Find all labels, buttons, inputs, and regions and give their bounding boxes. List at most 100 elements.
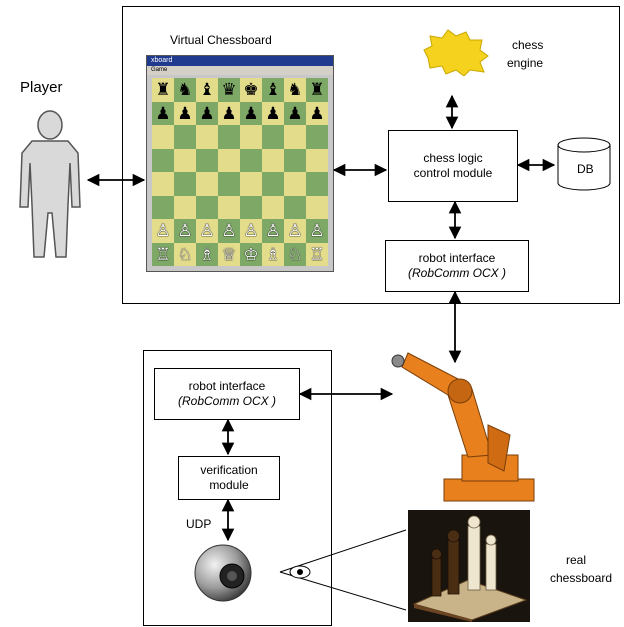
chess-piece[interactable]: ♟ — [243, 103, 259, 123]
chess-piece[interactable]: ♕ — [221, 244, 237, 264]
board-square[interactable] — [196, 148, 218, 172]
board-square[interactable] — [306, 148, 328, 172]
chess-piece[interactable]: ♔ — [243, 244, 259, 264]
board-square[interactable]: ♜ — [306, 78, 328, 102]
board-square[interactable]: ♜ — [152, 78, 174, 102]
chess-piece[interactable]: ♝ — [199, 80, 215, 100]
chess-piece[interactable]: ♙ — [155, 221, 171, 241]
board-square[interactable] — [240, 195, 262, 219]
board-square[interactable]: ♙ — [218, 219, 240, 243]
chess-piece[interactable]: ♘ — [177, 244, 193, 264]
board-square[interactable] — [284, 148, 306, 172]
board-square[interactable]: ♟ — [240, 101, 262, 125]
board-square[interactable] — [152, 125, 174, 149]
board-square[interactable]: ♘ — [284, 242, 306, 266]
board-square[interactable]: ♙ — [152, 219, 174, 243]
board-square[interactable] — [240, 125, 262, 149]
chess-piece[interactable]: ♞ — [287, 80, 303, 100]
chess-grid[interactable]: ♜ ♞ ♝ ♛ ♚ ♝ ♞ ♜ ♟ ♟ ♟ ♟ ♟ ♟ ♟ ♟ ♙ ♙ ♙ ♙ ♙ ♙ ♙ ♙ ♖ ♘ ♗ ♕ ♔ ♗ ♘ ♖ — [152, 78, 328, 266]
chess-piece[interactable]: ♞ — [177, 80, 193, 100]
board-square[interactable]: ♙ — [174, 219, 196, 243]
board-square[interactable]: ♞ — [174, 78, 196, 102]
board-square[interactable] — [284, 125, 306, 149]
chess-piece[interactable]: ♙ — [265, 221, 281, 241]
board-square[interactable] — [218, 125, 240, 149]
board-square[interactable]: ♞ — [284, 78, 306, 102]
board-square[interactable]: ♙ — [306, 219, 328, 243]
chess-piece[interactable]: ♟ — [309, 103, 325, 123]
board-square[interactable]: ♘ — [174, 242, 196, 266]
board-square[interactable] — [284, 195, 306, 219]
board-square[interactable]: ♙ — [284, 219, 306, 243]
menu-game[interactable]: Game — [151, 67, 168, 73]
board-square[interactable]: ♔ — [240, 242, 262, 266]
chess-piece[interactable]: ♙ — [309, 221, 325, 241]
chess-piece[interactable]: ♙ — [177, 221, 193, 241]
chess-piece[interactable]: ♗ — [265, 244, 281, 264]
chess-piece[interactable]: ♙ — [221, 221, 237, 241]
board-square[interactable]: ♟ — [152, 101, 174, 125]
board-square[interactable]: ♖ — [306, 242, 328, 266]
board-square[interactable]: ♟ — [306, 101, 328, 125]
chess-piece[interactable]: ♜ — [309, 80, 325, 100]
board-square[interactable] — [152, 148, 174, 172]
chess-piece[interactable]: ♟ — [177, 103, 193, 123]
board-square[interactable]: ♟ — [196, 101, 218, 125]
board-square[interactable]: ♟ — [284, 101, 306, 125]
chess-piece[interactable]: ♖ — [309, 244, 325, 264]
chess-piece[interactable]: ♙ — [287, 221, 303, 241]
chess-piece[interactable]: ♙ — [199, 221, 215, 241]
board-square[interactable] — [240, 148, 262, 172]
board-square[interactable] — [262, 125, 284, 149]
window-menu-bar[interactable]: Game — [147, 66, 333, 75]
chess-piece[interactable]: ♟ — [199, 103, 215, 123]
board-square[interactable]: ♙ — [262, 219, 284, 243]
virtual-chessboard-window[interactable]: xboard Game ♜♞♝♛♚♝♞♜♟♟♟♟♟♟♟♟♙♙♙♙♙♙♙♙♖♘♗♕… — [146, 55, 334, 272]
board-square[interactable] — [262, 148, 284, 172]
board-square[interactable] — [218, 148, 240, 172]
board-square[interactable] — [196, 172, 218, 196]
board-square[interactable] — [174, 148, 196, 172]
chess-piece[interactable]: ♟ — [155, 103, 171, 123]
chess-piece[interactable]: ♗ — [199, 244, 215, 264]
chess-piece[interactable]: ♜ — [155, 80, 171, 100]
board-square[interactable] — [306, 125, 328, 149]
board-square[interactable] — [174, 195, 196, 219]
board-square[interactable] — [306, 172, 328, 196]
chess-piece[interactable]: ♛ — [221, 80, 237, 100]
chess-piece[interactable]: ♟ — [265, 103, 281, 123]
board-square[interactable]: ♕ — [218, 242, 240, 266]
chess-piece[interactable]: ♖ — [155, 244, 171, 264]
board-square[interactable] — [284, 172, 306, 196]
board-square[interactable] — [196, 195, 218, 219]
board-square[interactable]: ♗ — [262, 242, 284, 266]
chess-piece[interactable]: ♚ — [243, 80, 259, 100]
board-square[interactable]: ♟ — [174, 101, 196, 125]
board-square[interactable]: ♝ — [196, 78, 218, 102]
board-square[interactable]: ♙ — [196, 219, 218, 243]
board-square[interactable] — [218, 172, 240, 196]
board-square[interactable] — [218, 195, 240, 219]
board-square[interactable] — [152, 195, 174, 219]
board-square[interactable]: ♟ — [262, 101, 284, 125]
board-square[interactable] — [262, 195, 284, 219]
chess-piece[interactable]: ♟ — [287, 103, 303, 123]
board-square[interactable]: ♙ — [240, 219, 262, 243]
board-square[interactable]: ♗ — [196, 242, 218, 266]
chess-piece[interactable]: ♘ — [287, 244, 303, 264]
board-square[interactable] — [306, 195, 328, 219]
board-square[interactable] — [152, 172, 174, 196]
board-square[interactable] — [196, 125, 218, 149]
board-square[interactable] — [240, 172, 262, 196]
chess-piece[interactable]: ♝ — [265, 80, 281, 100]
chess-piece[interactable]: ♙ — [243, 221, 259, 241]
chess-piece[interactable]: ♟ — [221, 103, 237, 123]
board-square[interactable]: ♚ — [240, 78, 262, 102]
board-square[interactable]: ♛ — [218, 78, 240, 102]
board-square[interactable] — [262, 172, 284, 196]
board-square[interactable]: ♝ — [262, 78, 284, 102]
board-square[interactable] — [174, 125, 196, 149]
board-square[interactable]: ♖ — [152, 242, 174, 266]
board-square[interactable]: ♟ — [218, 101, 240, 125]
board-square[interactable] — [174, 172, 196, 196]
